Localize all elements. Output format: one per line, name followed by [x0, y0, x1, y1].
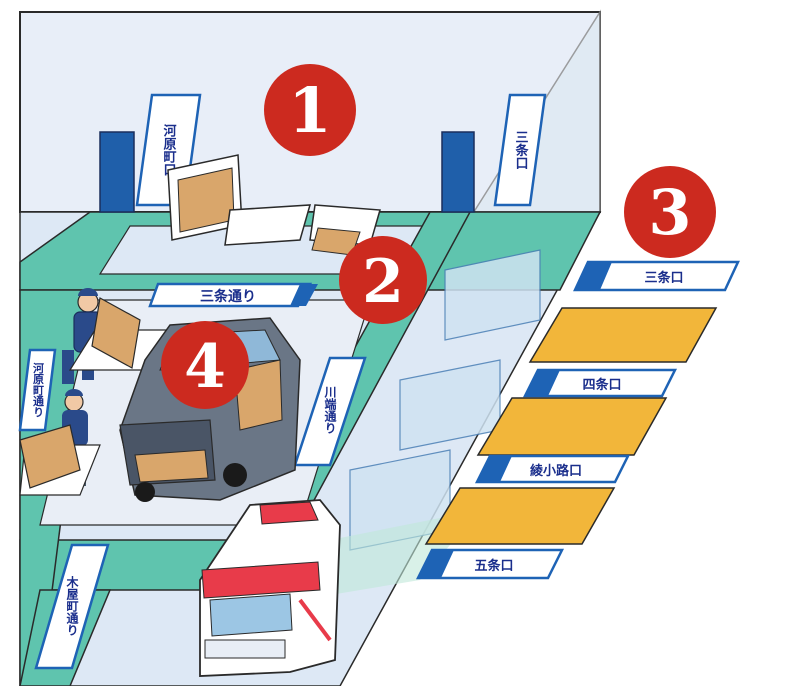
sign-road-sanjo-label: 三条通り	[200, 288, 256, 305]
marker-1: 1	[264, 64, 356, 156]
zone-3	[424, 487, 616, 545]
table-2	[19, 424, 101, 496]
exit-ayanokoji-label: 綾小路口	[530, 463, 582, 479]
marker-3: 3	[624, 166, 716, 258]
exit-shijo: 四条口	[522, 368, 678, 398]
sign-back-right: 三条口	[493, 93, 547, 207]
sign-back-left-label: 河原町口	[161, 123, 177, 176]
sign-back-right-label: 三条口	[513, 131, 529, 170]
exit-gojo: 五条口	[415, 548, 565, 580]
marker-2: 2	[339, 236, 427, 324]
shelf-boxes	[167, 154, 381, 256]
exit-shijo-label: 四条口	[582, 377, 621, 393]
sign-left-road-label: 河原町通り	[32, 361, 45, 417]
marker-3-number: 3	[648, 176, 691, 249]
marker-4: 4	[161, 321, 249, 409]
zone-2	[476, 397, 668, 456]
marker-4-number: 4	[184, 332, 226, 402]
marker-2-number: 2	[362, 247, 404, 317]
sign-kiyamachi-label: 木屋町通り	[65, 575, 79, 636]
marker-1-number: 1	[288, 74, 331, 147]
exit-ayanokoji: 綾小路口	[474, 454, 631, 484]
pillar-left	[99, 131, 135, 213]
exit-sanjo-label: 三条口	[644, 270, 683, 286]
sign-kawabata-label: 川端通り	[323, 386, 337, 434]
sign-kawabata: 川端通り	[293, 356, 367, 467]
sign-road-sanjo: 三条通り	[148, 282, 318, 308]
zone-1	[528, 307, 718, 363]
sign-left-road: 河原町通り	[18, 348, 57, 432]
exit-gojo-label: 五条口	[474, 558, 513, 574]
exit-sanjo: 三条口	[573, 260, 740, 292]
pillar-right	[441, 131, 475, 213]
sign-kiyamachi: 木屋町通り	[34, 543, 110, 670]
ambulance	[199, 499, 341, 677]
